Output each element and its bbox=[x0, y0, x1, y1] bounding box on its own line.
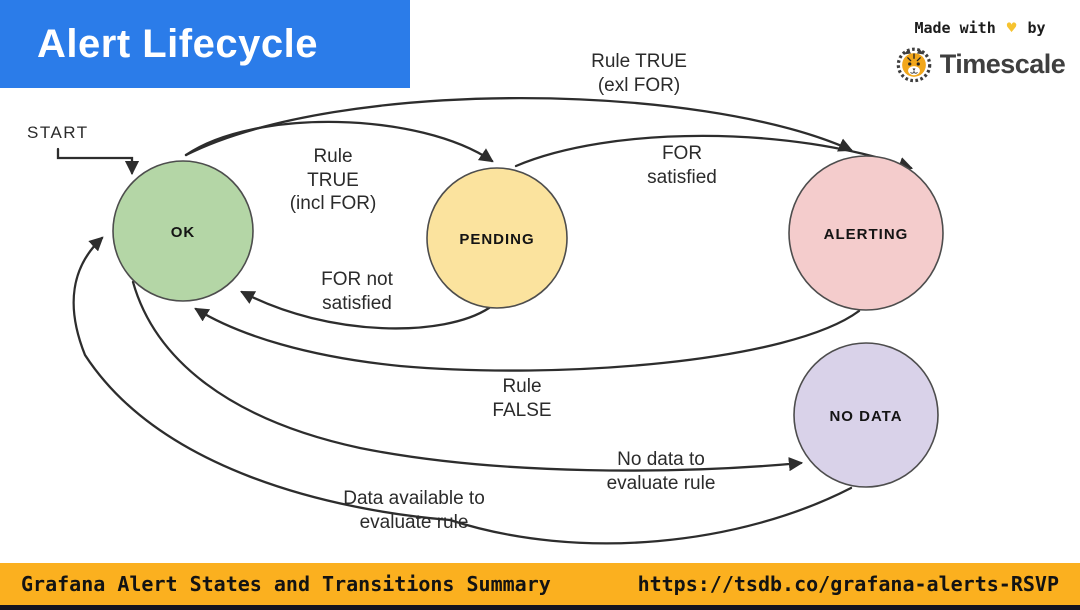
state-nodata-label: NO DATA bbox=[829, 408, 902, 425]
edge-label-line: Rule bbox=[313, 146, 353, 167]
yellow-heart-icon: ♥ bbox=[1006, 18, 1017, 37]
edge-label-line: satisfied bbox=[647, 166, 717, 188]
footer-bar: Grafana Alert States and Transitions Sum… bbox=[0, 563, 1080, 605]
start-label: START bbox=[27, 123, 89, 142]
state-pending-circle bbox=[426, 167, 568, 309]
by-text: by bbox=[1027, 19, 1046, 37]
made-with-text: Made with bbox=[914, 19, 996, 37]
edge-label-line: FOR not bbox=[321, 269, 393, 290]
state-pending-label: PENDING bbox=[459, 231, 534, 248]
state-ok-label: OK bbox=[171, 224, 196, 241]
made-with-badge: Made with ♥ by bbox=[890, 18, 1070, 83]
edge-label-line: (exl FOR) bbox=[597, 74, 681, 96]
edge-label-for-satisfied: FOR satisfied bbox=[647, 142, 717, 189]
edge-label-for-not-satisfied: FOR not satisfied bbox=[321, 268, 393, 315]
edge-label-line: evaluate rule bbox=[359, 511, 469, 533]
edge-ok-to-nodata bbox=[131, 280, 804, 472]
footer-summary-text: Grafana Alert States and Transitions Sum… bbox=[21, 572, 551, 596]
edge-label-line: TRUE bbox=[307, 169, 359, 191]
edge-label-line: FOR bbox=[661, 143, 703, 164]
edge-label-line: Rule bbox=[502, 376, 542, 397]
edge-label-line: Rule TRUE bbox=[591, 51, 687, 72]
edge-label-rule-true-exl-for: Rule TRUE (exl FOR) bbox=[591, 50, 687, 97]
edge-start-to-ok bbox=[56, 147, 140, 176]
edge-label-line: FALSE bbox=[492, 399, 552, 421]
edge-nodata-to-ok bbox=[72, 236, 853, 545]
edge-ok-to-pending bbox=[184, 120, 494, 163]
page-title: Alert Lifecycle bbox=[37, 21, 318, 66]
title-banner: Alert Lifecycle bbox=[0, 0, 410, 88]
edge-label-line: Data available to bbox=[343, 488, 485, 509]
edge-label-data-available-to-evaluate: Data available to evaluate rule bbox=[343, 487, 485, 534]
state-nodata-circle bbox=[793, 342, 939, 488]
edge-label-line: No data to bbox=[617, 449, 705, 470]
edge-label-line: (incl FOR) bbox=[289, 193, 377, 214]
state-ok-circle bbox=[112, 160, 254, 302]
footer-url: https://tsdb.co/grafana-alerts-RSVP bbox=[637, 572, 1059, 596]
edge-alerting-to-ok bbox=[194, 307, 861, 372]
edge-ok-to-alerting bbox=[184, 97, 853, 157]
edge-label-line: evaluate rule bbox=[606, 472, 716, 494]
edge-pending-to-alerting bbox=[514, 134, 914, 171]
edge-label-rule-true-incl-for: Rule TRUE (incl FOR) bbox=[290, 145, 377, 216]
brand-name: Timescale bbox=[939, 48, 1066, 79]
made-with-row: Made with ♥ by bbox=[890, 18, 1070, 37]
state-alerting-circle bbox=[788, 155, 944, 311]
edge-pending-to-ok bbox=[240, 290, 491, 330]
bottom-strip bbox=[0, 605, 1080, 610]
edge-label-no-data-to-evaluate: No data to evaluate rule bbox=[607, 448, 716, 495]
edge-label-rule-false: Rule FALSE bbox=[492, 375, 551, 422]
tiger-icon bbox=[896, 47, 931, 83]
edge-label-line: satisfied bbox=[322, 292, 392, 314]
state-alerting-label: ALERTING bbox=[824, 226, 909, 243]
timescale-logo: Timescale bbox=[890, 45, 1070, 83]
